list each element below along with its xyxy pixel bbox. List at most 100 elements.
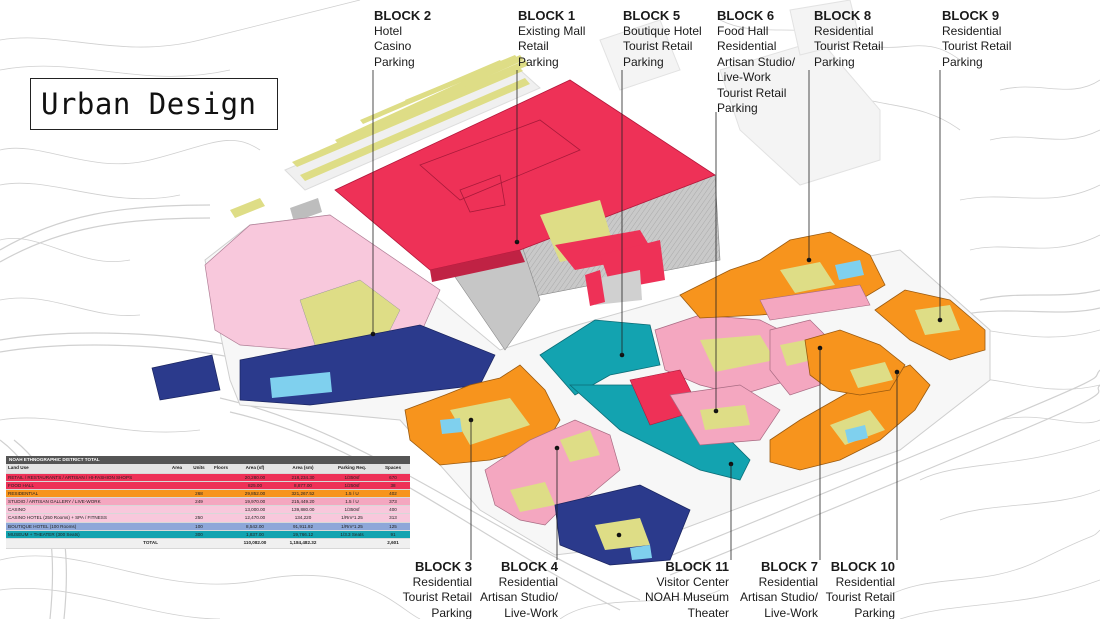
- total-area-sm: 1,184,482.32: [289, 540, 317, 545]
- col-area-sm: Area (sm): [292, 465, 314, 470]
- title-box: Urban Design: [30, 78, 278, 130]
- table-cell: 825.00: [247, 482, 263, 488]
- block-4-name: BLOCK 4: [500, 559, 558, 574]
- col-land-use: Land Use: [8, 465, 29, 470]
- label-block-1: BLOCK 1 Existing Mall Retail Parking: [518, 8, 585, 70]
- table-cell: [210, 531, 232, 538]
- block-7-use-2: Artisan Studio/: [739, 590, 818, 604]
- label-block-2: BLOCK 2 Hotel Casino Parking: [374, 8, 431, 70]
- table-cell: 313: [389, 515, 397, 521]
- parking-strips: [230, 55, 541, 222]
- table-cell: 249: [195, 499, 203, 505]
- table-cell: 250: [195, 515, 203, 521]
- table-cell: 670: [389, 474, 397, 480]
- block-1-use-1: Existing Mall: [518, 23, 586, 38]
- table-cell: 1.5 / U: [345, 499, 359, 505]
- block-3-name: BLOCK 3: [414, 559, 472, 574]
- table-cell: 91,911.92: [292, 523, 314, 529]
- block-1-name: BLOCK 1: [518, 8, 576, 23]
- block-3-shapes: [404, 364, 561, 466]
- block-6-use-1: Food Hall: [717, 23, 769, 38]
- label-block-9: BLOCK 9 Residential Tourist Retail Parki…: [942, 8, 1011, 70]
- label-block-8: BLOCK 8 Residential Tourist Retail Parki…: [814, 8, 883, 70]
- table-cell: BOUTIQUE HOTEL (100 Rooms): [8, 523, 77, 529]
- total-cell: [166, 539, 188, 548]
- table-cell: 13,000.00: [244, 507, 266, 513]
- block-6-name: BLOCK 6: [717, 8, 775, 23]
- block-9-use-3: Parking: [942, 54, 983, 69]
- land-use-table: NOAH ETHNOGRAPHIC DISTRICT TOTAL Land Us…: [6, 456, 410, 549]
- table-cell: 139,880.00: [291, 507, 315, 513]
- col-area: Area: [171, 465, 183, 470]
- table-cell: 20,280.00: [244, 474, 266, 480]
- table-cell: [210, 490, 232, 497]
- block-6-use-4: Live-Work: [717, 70, 771, 84]
- table-cell: 8,877.00: [294, 482, 312, 488]
- table-header: Land Use Area Units Floors Area (sf) Are…: [6, 464, 410, 474]
- block-2-name: BLOCK 2: [374, 8, 432, 23]
- block-11-use-3: Theater: [687, 605, 729, 619]
- table-cell: 300: [195, 531, 203, 537]
- leader-lines: [372, 70, 941, 560]
- block-6-use-3: Artisan Studio/: [717, 54, 796, 69]
- table-cell: [210, 474, 232, 481]
- table-cell: FOOD HALL: [8, 482, 35, 488]
- total-cell: [328, 539, 376, 548]
- block-1-use-3: Parking: [518, 54, 559, 69]
- block-10-use-3: Parking: [854, 605, 895, 619]
- table-cell: 1/250sf: [344, 482, 360, 488]
- table-cell: [166, 490, 188, 497]
- table-cell: 402: [389, 490, 397, 496]
- block-8-use-3: Parking: [814, 54, 855, 69]
- block-10-name: BLOCK 10: [830, 559, 895, 574]
- block-6-use-2: Residential: [717, 39, 777, 53]
- table-cell: 1/Rm*1.25: [341, 523, 363, 529]
- table-cell: [210, 514, 232, 521]
- table-cell: [188, 506, 210, 513]
- table-cell: STUDIO / ARTISAN GALLERY / LIVE-WORK: [8, 499, 101, 505]
- table-cell: CASINO: [8, 507, 26, 513]
- block-10-shapes: [769, 329, 931, 471]
- table-cell: [166, 523, 188, 530]
- block-5-name: BLOCK 5: [623, 8, 681, 23]
- label-block-6: BLOCK 6 Food Hall Residential Artisan St…: [717, 8, 795, 117]
- table-cell: 1/350sf: [344, 507, 360, 513]
- block-4-use-3: Live-Work: [504, 605, 558, 619]
- total-cell: [188, 539, 210, 548]
- block-11-name: BLOCK 11: [665, 559, 729, 574]
- table-cell: 12,470.00: [244, 515, 266, 521]
- table-cell: 1/350sf: [344, 474, 360, 480]
- table-cell: 8,542.00: [246, 523, 264, 529]
- table-row: STUDIO / ARTISAN GALLERY / LIVE-WORK 249 1…: [6, 498, 410, 507]
- table-cell: [210, 482, 232, 489]
- table-cell: [188, 474, 210, 481]
- table-cell: 218,234.30: [291, 474, 315, 480]
- total-area-sf: 110,082.00: [243, 540, 267, 545]
- block-2-use-1: Hotel: [374, 23, 403, 38]
- total-cell: [210, 539, 232, 548]
- table-cell: MUSEUM + THEATER (300 Seats): [8, 531, 80, 537]
- table-cell: 19,970.00: [244, 499, 266, 505]
- table-cell: [210, 506, 232, 513]
- col-parking-req: Parking Req.: [337, 465, 367, 470]
- block-2-shapes: [151, 214, 496, 406]
- table-total-row: TOTAL 110,082.00 1,184,482.32 2,601: [6, 539, 410, 549]
- block-9-name: BLOCK 9: [942, 8, 1000, 23]
- table-cell: [166, 482, 188, 489]
- page-title: Urban Design: [41, 87, 257, 121]
- table-cell: 29,852.00: [244, 490, 266, 496]
- table-cell: [166, 506, 188, 513]
- col-units: Units: [193, 465, 205, 470]
- label-block-3: BLOCK 3 Residential Tourist Retail Parki…: [403, 559, 472, 619]
- block-10-use-1: Residential: [835, 574, 895, 589]
- block-5-use-1: Boutique Hotel: [623, 23, 702, 38]
- total-label: TOTAL: [143, 540, 158, 545]
- col-area-sf: Area (sf): [245, 465, 265, 470]
- table-cell: 91: [390, 531, 396, 537]
- label-block-5: BLOCK 5 Boutique Hotel Tourist Retail Pa…: [623, 8, 702, 70]
- block-8-use-1: Residential: [814, 23, 874, 38]
